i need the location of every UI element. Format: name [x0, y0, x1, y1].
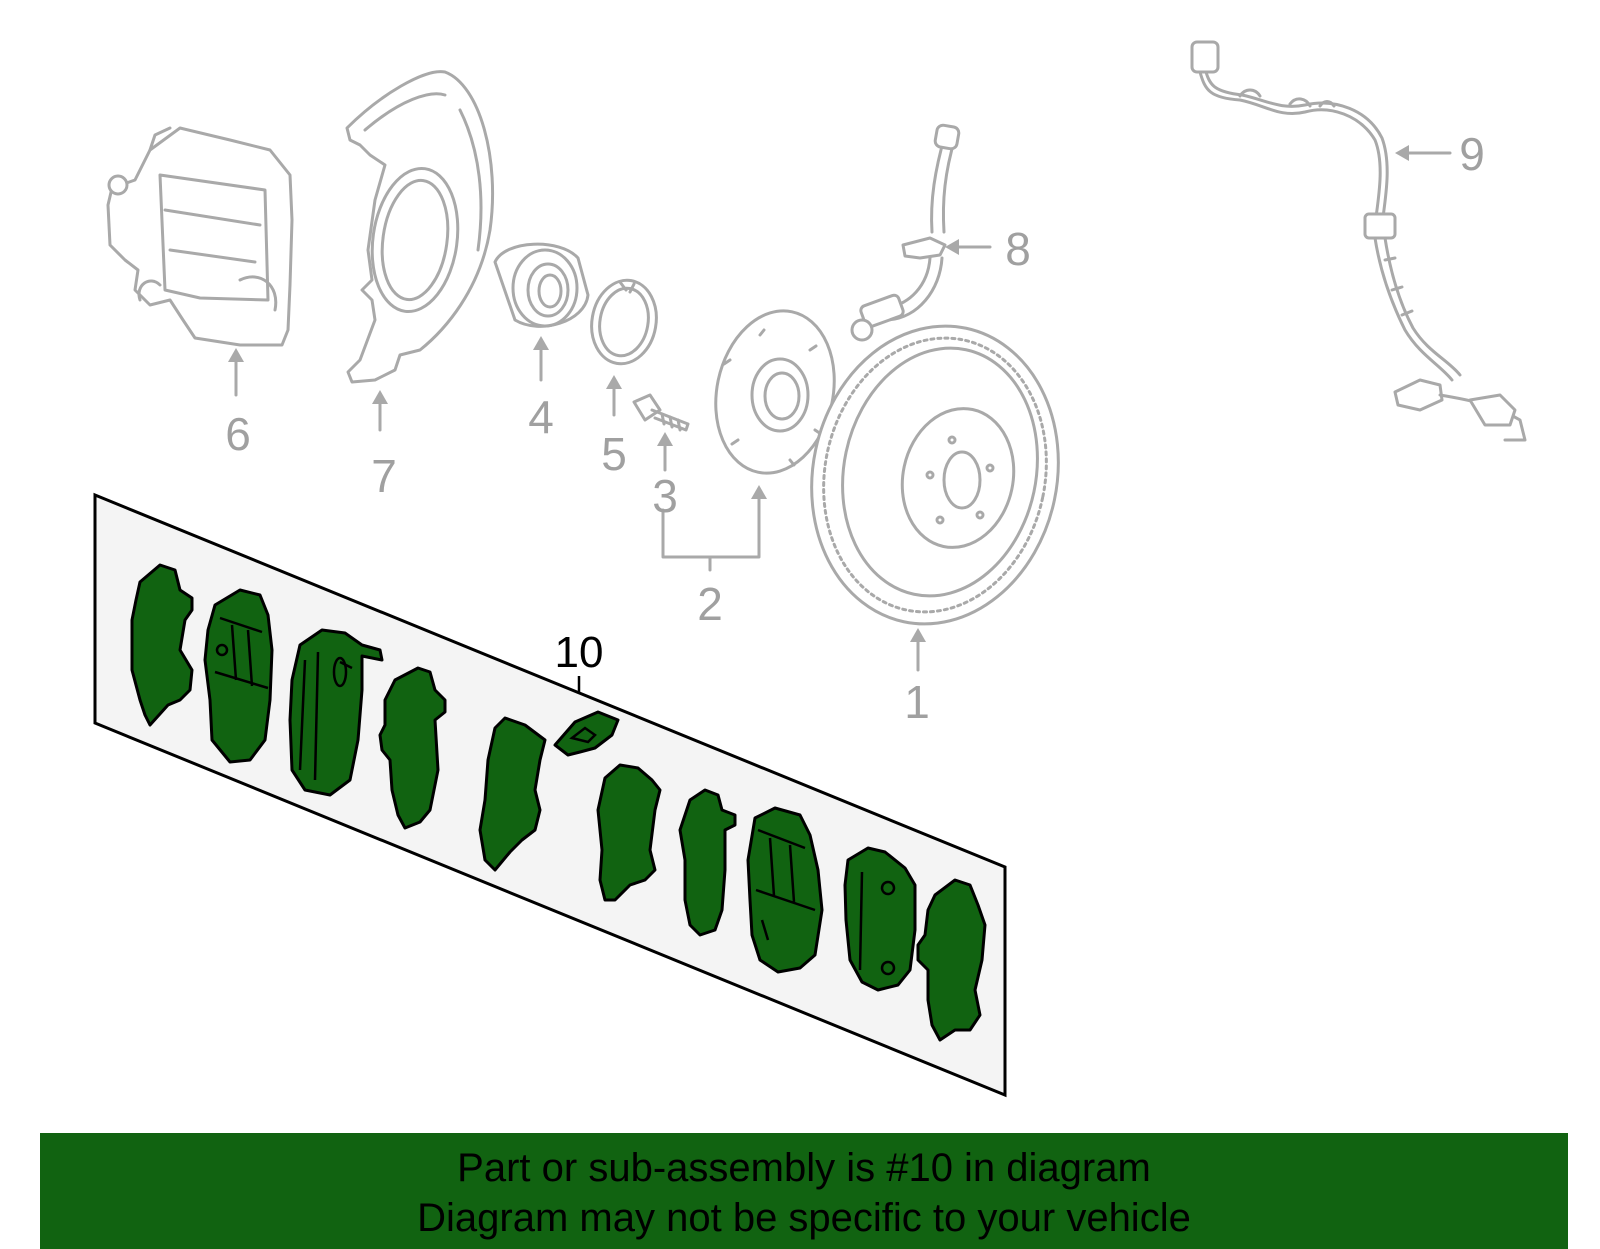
hub-bolt-part — [632, 393, 690, 432]
snap-ring-part — [590, 278, 658, 366]
hub-part — [714, 309, 836, 475]
callout-4: 4 — [528, 391, 554, 443]
abs-sensor-part — [1190, 40, 1527, 442]
bearing-part — [493, 242, 590, 328]
info-banner: Part or sub-assembly is #10 in diagram D… — [40, 1133, 1568, 1249]
callout-2: 2 — [697, 578, 723, 630]
splash-shield-part — [345, 70, 494, 384]
callout-9: 9 — [1459, 128, 1485, 180]
callout-3: 3 — [652, 470, 678, 522]
brake-pads-highlight — [130, 563, 987, 1042]
caliper-part — [106, 126, 294, 347]
brake-rotor-part — [810, 324, 1060, 626]
callout-10: 10 — [555, 628, 604, 677]
callout-8: 8 — [1005, 223, 1031, 275]
callout-1: 1 — [904, 676, 930, 728]
callout-5: 5 — [601, 428, 627, 480]
banner-line-2: Diagram may not be specific to your vehi… — [417, 1196, 1191, 1240]
callout-7: 7 — [371, 450, 397, 502]
brake-hose-part — [850, 123, 961, 342]
banner-line-1: Part or sub-assembly is #10 in diagram — [457, 1146, 1151, 1190]
callout-6: 6 — [225, 408, 251, 460]
